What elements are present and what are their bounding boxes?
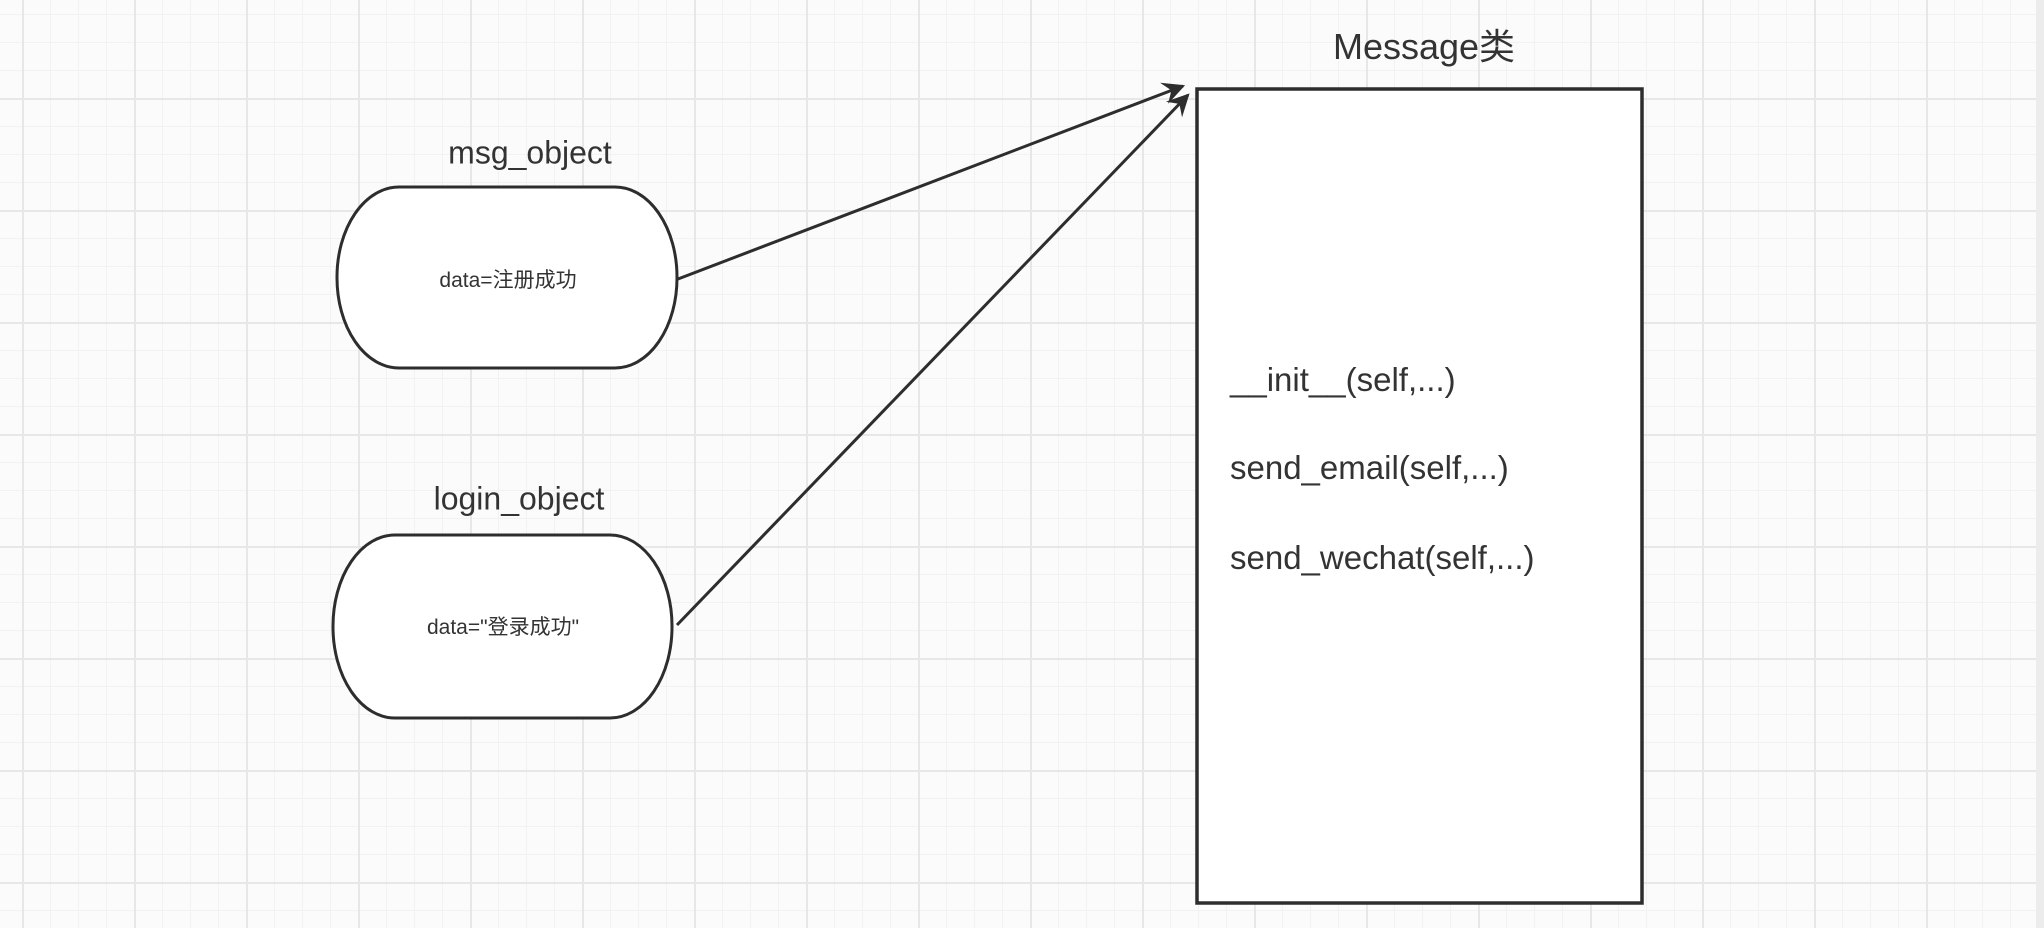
scrollbar-track[interactable] [2036, 0, 2044, 928]
connector-msg-to-class[interactable] [677, 82, 1186, 281]
msg-object-label: msg_object [448, 134, 612, 171]
message-class-method-send-email: send_email(self,...) [1230, 449, 1509, 486]
message-class-node[interactable] [1195, 87, 1644, 905]
connector-login-to-class[interactable] [675, 93, 1190, 627]
login-object-content: data="登录成功" [426, 616, 580, 639]
msg-object-node[interactable] [335, 185, 679, 370]
message-class-method-init: __init__(self,...) [1230, 361, 1456, 398]
message-class-method-send-wechat: send_wechat(self,...) [1230, 539, 1535, 576]
message-class-title: Message类 [1332, 26, 1516, 67]
login-object-node[interactable] [331, 533, 674, 720]
msg-object-content: data=注册成功 [439, 269, 577, 292]
login-object-label: login_object [433, 480, 605, 517]
